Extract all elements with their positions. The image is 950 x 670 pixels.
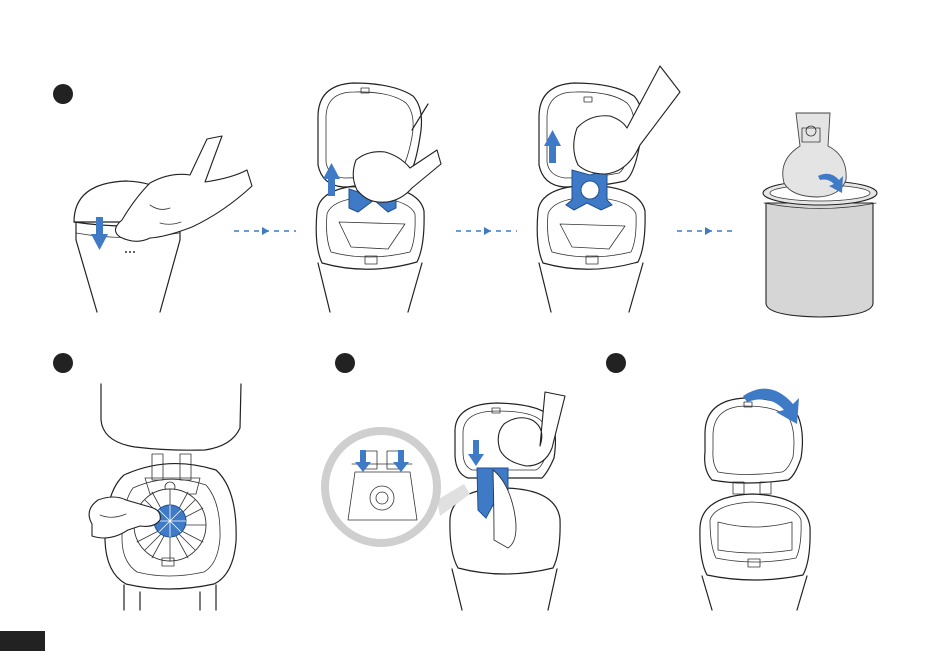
panel-clean-filter [89,384,241,610]
step-badge-1 [53,84,73,104]
page-tab-marker [0,631,45,651]
step-badge-3 [335,353,355,373]
down-arrow-icon [398,450,404,464]
panel-insert-new-bag [325,392,565,610]
hand [574,66,680,174]
down-arrow-icon [473,440,479,456]
hand [115,136,252,241]
step-badge-2 [53,353,73,373]
panel-lift-bag-holder [316,83,441,312]
step-badge-4 [606,353,626,373]
panel-close-lid [700,389,810,610]
down-arrow-icon [360,450,366,464]
hand [353,150,441,202]
panel-dispose-bag [763,113,877,317]
magnifier [325,431,437,543]
panel-press-lid [74,136,252,312]
panel-pull-holder-up [537,66,680,312]
